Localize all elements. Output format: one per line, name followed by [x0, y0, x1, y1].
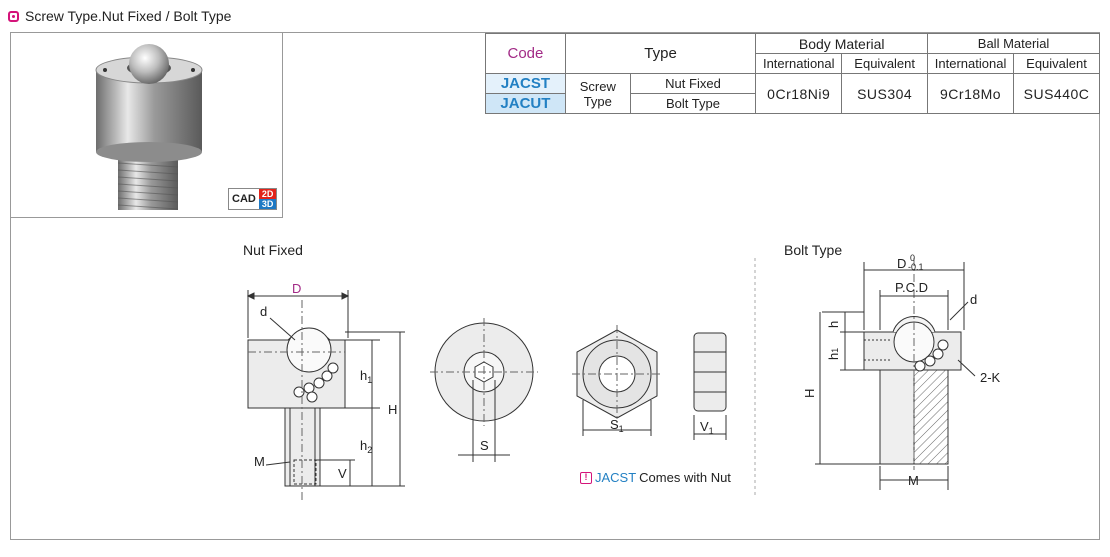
section-title: Screw Type.Nut Fixed / Bolt Type — [25, 8, 232, 24]
cad-3d-label: 3D — [258, 199, 277, 209]
dim-M-bolt: M — [908, 473, 919, 488]
dim-M: M — [254, 454, 265, 469]
info-icon: ! — [580, 471, 592, 484]
ball-equivalent-header: Equivalent — [1013, 53, 1100, 74]
cad-2d-label: 2D — [258, 189, 277, 199]
ball — [129, 44, 169, 84]
dim-d-bolt: d — [970, 292, 977, 307]
dim-d: d — [260, 304, 267, 319]
dim-h2: h2 — [360, 438, 372, 455]
ball-material-header: Ball Material — [927, 33, 1100, 54]
type-header: Type — [564, 33, 757, 74]
body-international-header: International — [755, 53, 843, 74]
code-jacut[interactable]: JACUT — [485, 93, 566, 114]
note-text: Comes with Nut — [639, 470, 731, 485]
body-intl-value: 0Cr18Ni9 — [755, 73, 843, 114]
dim-h1-bolt: h1 — [826, 348, 841, 360]
product-photo — [10, 32, 283, 218]
product-frame — [10, 32, 1100, 540]
dim-D: D — [292, 281, 301, 296]
ball-equiv-value: SUS440C — [1013, 73, 1100, 114]
dim-H-bolt: H — [802, 389, 817, 398]
nut-fixed-title: Nut Fixed — [243, 242, 303, 258]
nut-note: ! JACST Comes with Nut — [580, 470, 731, 485]
note-code: JACST — [595, 470, 637, 485]
dim-S: S — [480, 438, 489, 453]
ball-intl-value: 9Cr18Mo — [927, 73, 1015, 114]
cad-badge[interactable]: CAD 2D 3D — [228, 188, 278, 210]
bolt-type-cell: Bolt Type — [629, 93, 757, 114]
dim-H: H — [388, 402, 397, 417]
nut-fixed-dimensions — [246, 290, 405, 487]
tol-upper: 0 — [910, 253, 915, 263]
product-image — [95, 44, 203, 210]
bolt-type-dimensions — [815, 262, 976, 490]
dim-V1: V1 — [700, 419, 714, 436]
top-view-round — [430, 318, 538, 462]
code-jacst[interactable]: JACST — [485, 73, 566, 94]
dim-D-tolerance: D — [897, 256, 906, 271]
nut-fixed-side-view — [247, 300, 346, 500]
code-header: Code — [485, 33, 566, 74]
bolt-type-title: Bolt Type — [784, 242, 843, 258]
body-equivalent-header: Equivalent — [841, 53, 929, 74]
dim-h-bolt: h — [826, 321, 841, 328]
dim-V: V — [338, 466, 347, 481]
body-equiv-value: SUS304 — [841, 73, 929, 114]
hex-nut-side-view — [693, 332, 727, 440]
spec-table: Code Type Body Material Ball Material In… — [485, 33, 1100, 114]
screw-type-cell: Screw Type — [564, 73, 631, 114]
section-marker-icon — [8, 10, 19, 22]
dim-2k: 2-K — [980, 370, 1001, 385]
tol-lower: -0.1 — [908, 262, 924, 272]
bolt-type-section-view — [863, 258, 962, 470]
dim-pcd: P.C.D — [895, 280, 928, 295]
dim-h1: h1 — [360, 368, 372, 385]
dim-S1: S1 — [610, 417, 624, 434]
section-header: Screw Type.Nut Fixed / Bolt Type — [8, 6, 231, 26]
hex-nut-top-view — [572, 325, 662, 436]
nut-fixed-cell: Nut Fixed — [629, 73, 757, 94]
